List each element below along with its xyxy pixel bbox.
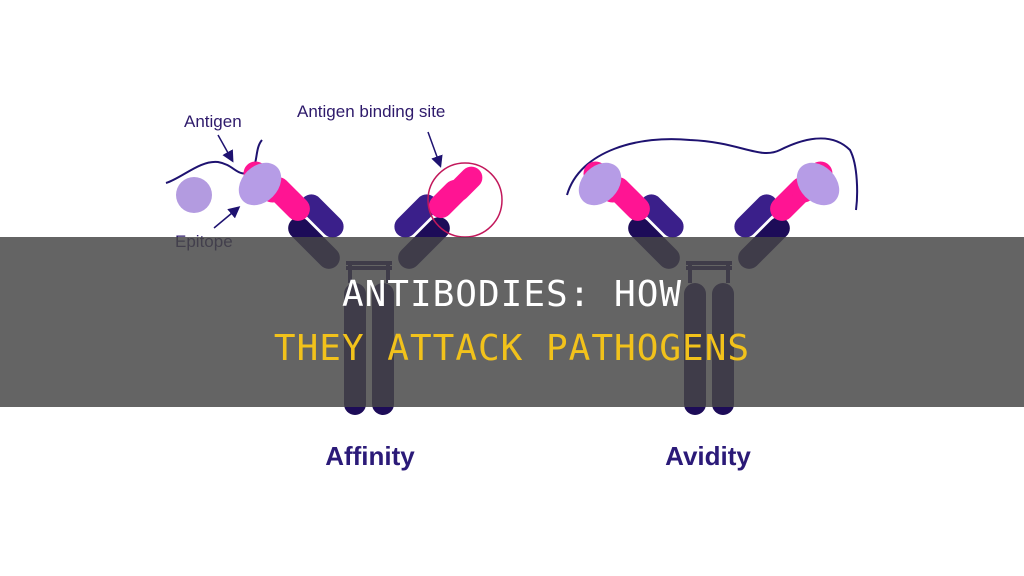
title-line-2: THEY ATTACK PATHOGENS xyxy=(273,328,751,369)
title-banner: ANTIBODIES: HOW THEY ATTACK PATHOGENS xyxy=(0,237,1024,407)
epitope-arrow xyxy=(213,206,241,229)
title-line-1: ANTIBODIES: HOW xyxy=(341,274,683,315)
left-fab-arm xyxy=(238,161,344,269)
antigen-strand xyxy=(165,139,263,184)
affinity-caption: Affinity xyxy=(325,441,415,471)
antigen-arrow xyxy=(217,134,234,163)
antigen-arch xyxy=(566,137,859,211)
avidity-caption: Avidity xyxy=(665,441,751,471)
epitope-circle xyxy=(176,177,212,213)
binding-site-arrow xyxy=(427,131,443,168)
antigen-label: Antigen xyxy=(184,112,242,131)
binding-site-label: Antigen binding site xyxy=(297,102,445,121)
